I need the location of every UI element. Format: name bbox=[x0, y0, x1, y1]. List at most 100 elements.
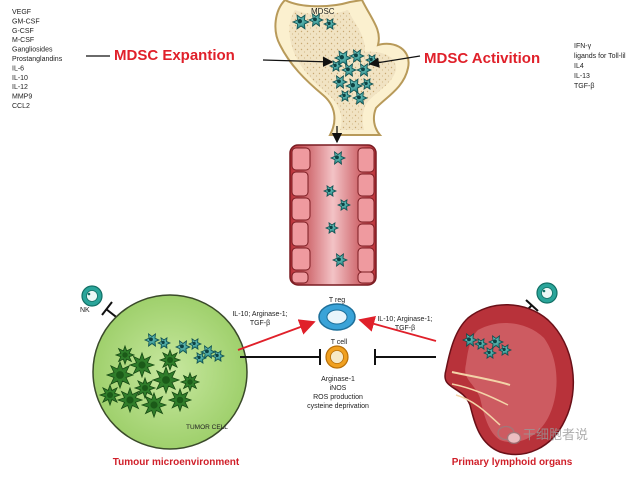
activation-factor: IL-13 bbox=[574, 73, 590, 80]
expansion-factor: IL-10 bbox=[12, 75, 28, 82]
left-caption: Tumour microenvironment bbox=[113, 457, 240, 468]
tumor-cells bbox=[98, 344, 201, 419]
activation-factor: TGF-β bbox=[574, 83, 594, 90]
expansion-arrow bbox=[262, 56, 334, 67]
expansion-factor: IL-12 bbox=[12, 84, 28, 91]
nk-label: NK bbox=[80, 307, 90, 314]
bone-mdsc-cluster bbox=[292, 13, 379, 105]
right-to-treg-arrow bbox=[358, 316, 437, 342]
mdsc-nucleus bbox=[466, 337, 471, 342]
activation-factor: IFN-γ bbox=[574, 43, 592, 50]
bone-marrow bbox=[274, 0, 410, 136]
expansion-factor: M-CSF bbox=[12, 37, 34, 44]
mdsc-nucleus bbox=[356, 95, 361, 100]
mdsc-nucleus bbox=[364, 81, 368, 86]
left-signals-line1: IL-10; Arginase-1; bbox=[232, 311, 287, 318]
mdsc-nucleus bbox=[336, 257, 341, 262]
tumor-cell-nucleus bbox=[176, 396, 184, 404]
mdsc-nucleus bbox=[350, 82, 356, 88]
bone-label: MDSC bbox=[311, 7, 335, 16]
tumor-cell-nucleus bbox=[150, 401, 158, 409]
tumor-cell-label: TUMOR CELL bbox=[186, 424, 228, 431]
treg-label: T reg bbox=[329, 297, 345, 304]
left-signals-line2: TGF-β bbox=[250, 320, 270, 327]
mdsc-nucleus bbox=[353, 53, 358, 58]
vessel-mdsc-cells bbox=[323, 151, 351, 267]
expansion-factor: CCL2 bbox=[12, 103, 30, 110]
expansion-title: MDSC Expantion bbox=[114, 47, 235, 64]
mechanism-item: Arginase-1 bbox=[321, 376, 355, 383]
expansion-factor: Gangliosides bbox=[12, 47, 53, 54]
expansion-factor-list: VEGFGM-CSFG-CSFM-CSFGangliosidesProstang… bbox=[12, 9, 63, 110]
mdsc-nucleus bbox=[197, 355, 201, 360]
mdsc-nucleus bbox=[333, 63, 337, 68]
tcell bbox=[325, 345, 349, 369]
mdsc-nucleus bbox=[297, 18, 303, 24]
vessel-endothelium bbox=[291, 147, 375, 284]
mdsc-nucleus bbox=[148, 337, 153, 342]
activation-title: MDSC Activition bbox=[424, 50, 540, 67]
tumor-cell-nucleus bbox=[167, 357, 173, 363]
endothelial-cell bbox=[291, 147, 311, 171]
endothelial-cell bbox=[357, 147, 375, 173]
mdsc-nucleus bbox=[487, 350, 491, 355]
tumor-cell-nucleus bbox=[138, 361, 146, 369]
mdsc-nucleus bbox=[336, 79, 341, 84]
watermark-text: 干细胞者说 bbox=[523, 428, 588, 443]
mechanism-item: cysteine deprivation bbox=[307, 403, 369, 410]
wechat-icon bbox=[497, 425, 522, 445]
left-to-treg-arrow bbox=[237, 319, 316, 351]
mdsc-nucleus bbox=[327, 188, 331, 193]
expansion-factor: VEGF bbox=[12, 9, 31, 16]
tumor-cell-nucleus bbox=[107, 392, 113, 398]
mdsc-nucleus bbox=[478, 341, 482, 346]
tumor-cell-nucleus bbox=[187, 379, 193, 385]
mdsc-nucleus bbox=[327, 21, 331, 26]
right-signals-line1: IL-10; Arginase-1; bbox=[377, 316, 432, 323]
activation-factor: ligands for Toll-lil bbox=[574, 53, 626, 60]
right-signals-line2: TGF-β bbox=[395, 325, 415, 332]
activation-arrow bbox=[368, 55, 421, 68]
mdsc-nucleus bbox=[179, 344, 184, 349]
mdsc-nucleus bbox=[502, 347, 506, 352]
mdsc-nucleus bbox=[334, 155, 339, 160]
right-nk-cell bbox=[536, 282, 558, 304]
tumor-microenvironment-circle bbox=[92, 294, 248, 450]
tumor-cell-nucleus bbox=[116, 371, 124, 379]
expansion-factor: Prostanglandins bbox=[12, 56, 63, 63]
mdsc-nucleus bbox=[345, 67, 350, 72]
mdsc-nucleus bbox=[341, 202, 345, 207]
nk-cell bbox=[81, 285, 103, 307]
endothelial-cell bbox=[357, 223, 375, 247]
mdsc-nucleus bbox=[360, 67, 365, 72]
tumor-cell-nucleus bbox=[162, 376, 170, 384]
mdsc-nucleus bbox=[312, 17, 317, 22]
expansion-factor: G-CSF bbox=[12, 28, 34, 35]
nk-inhibition-bar bbox=[101, 301, 113, 316]
tumor-cell-nucleus bbox=[126, 396, 134, 404]
mdsc-nucleus bbox=[342, 93, 346, 98]
activation-factor: IL4 bbox=[574, 63, 584, 70]
endothelial-cell bbox=[357, 173, 375, 197]
mdsc-nucleus bbox=[161, 340, 165, 345]
endothelial-cell bbox=[291, 271, 309, 284]
right-nk-inhibition-bar bbox=[525, 299, 539, 312]
endothelial-cell bbox=[357, 271, 375, 284]
endothelial-cell bbox=[291, 247, 311, 271]
mdsc-nucleus bbox=[369, 57, 373, 62]
endothelial-cell bbox=[291, 221, 309, 247]
mdsc-nucleus bbox=[492, 339, 497, 344]
mdsc-nucleus bbox=[204, 349, 209, 354]
mdsc-nucleus bbox=[215, 353, 219, 358]
tumor-cell-nucleus bbox=[122, 352, 128, 358]
tcell-label: T cell bbox=[331, 339, 348, 346]
blood-vessel bbox=[289, 144, 377, 286]
mechanism-item: iNOS bbox=[330, 385, 347, 392]
tme-mdsc-cells bbox=[144, 333, 225, 365]
tumor-cell-nucleus bbox=[142, 385, 148, 391]
expansion-factor: IL-6 bbox=[12, 65, 24, 72]
spleen-mdsc-cells bbox=[462, 333, 512, 360]
